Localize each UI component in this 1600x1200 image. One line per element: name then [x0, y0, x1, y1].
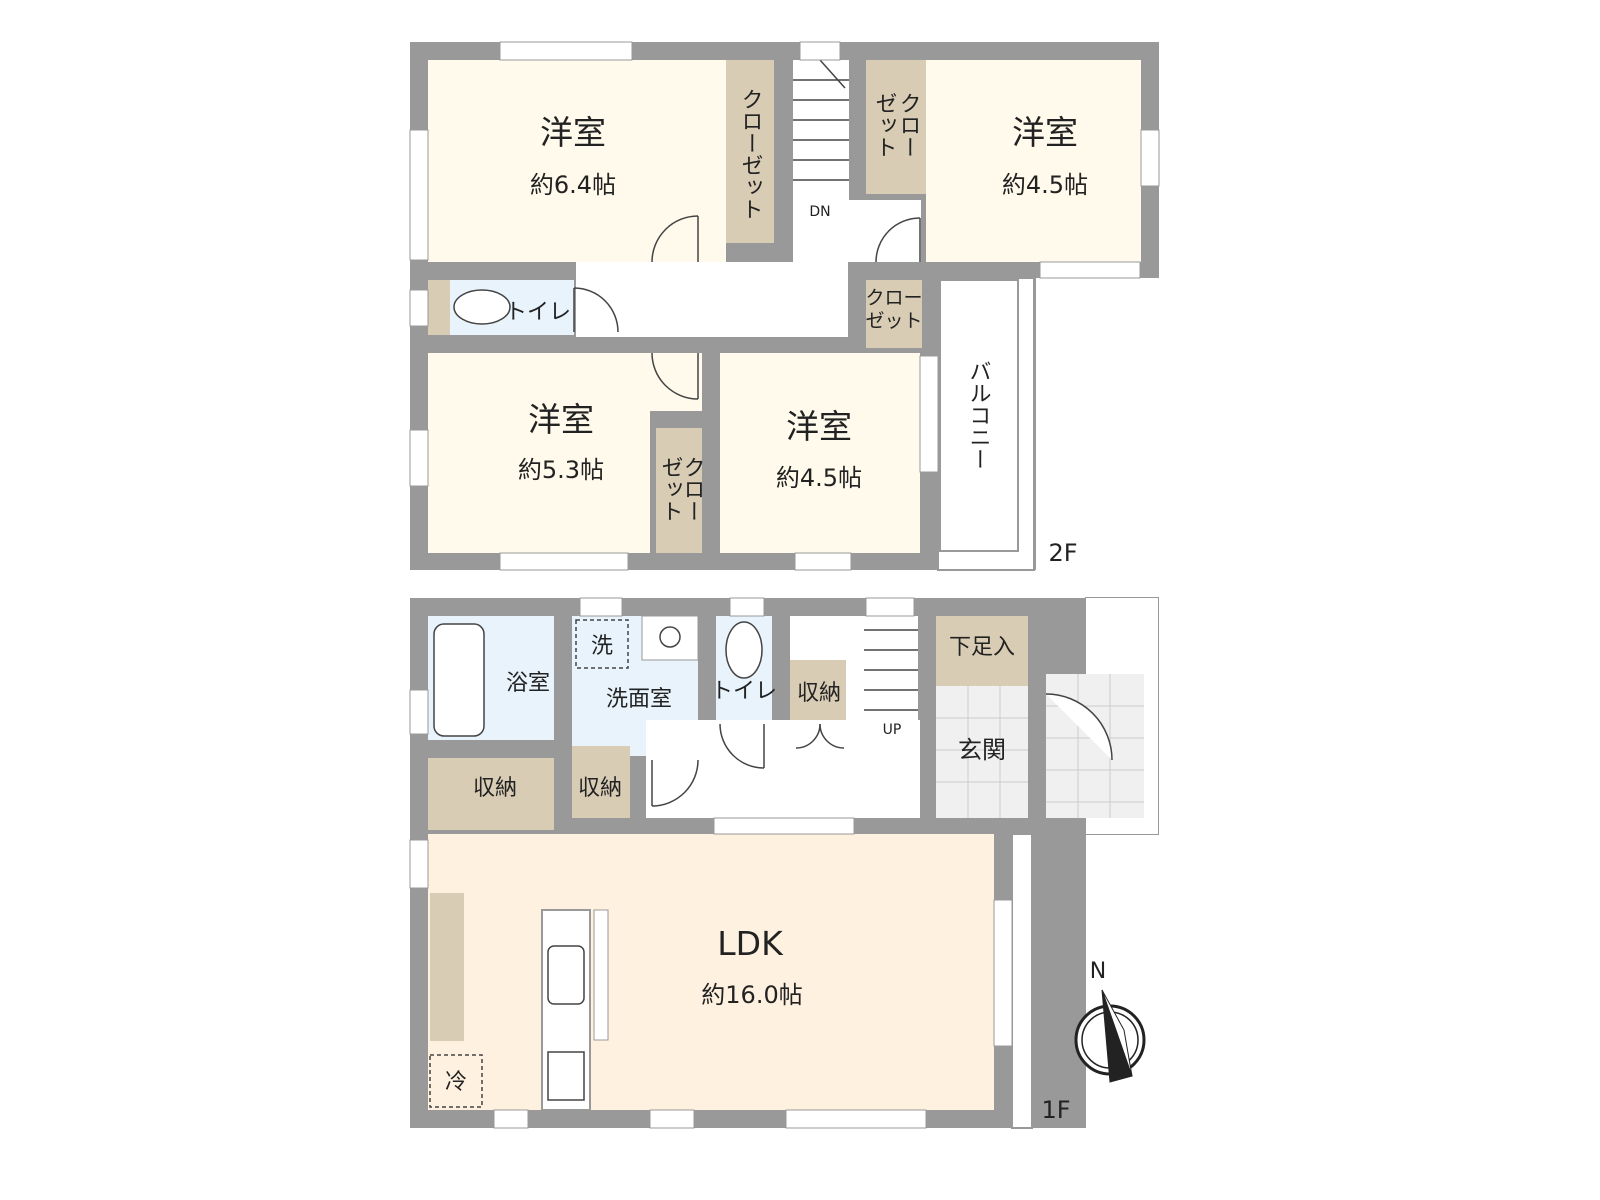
storage-left: [428, 758, 554, 830]
room-name-5-3: 洋室: [528, 400, 594, 439]
washer-label: 洗: [591, 634, 613, 659]
ldk: [428, 834, 994, 1110]
basin-icon: [641, 615, 699, 661]
floor-2: 洋室 約6.4帖 洋室 約4.5帖 洋室 約5.3帖 洋室 約4.5帖 トイレ …: [409, 41, 1161, 572]
washroom-label: 洗面室: [606, 687, 672, 712]
shoe-storage-label: 下足入: [949, 635, 1015, 660]
hallway-2f: [793, 200, 921, 262]
cupboard: [430, 893, 464, 1041]
fridge-label: 冷: [445, 1070, 467, 1095]
bathtub-icon: [433, 623, 485, 737]
stairs-2f: [793, 60, 849, 200]
stairs-dn-label: DN: [809, 204, 830, 220]
closet-long-label: クローゼット: [738, 88, 763, 220]
compass-north: N: [1090, 959, 1106, 984]
ldk-size: 約16.0帖: [701, 981, 802, 1009]
storage-mid-label: 収納: [578, 776, 622, 801]
fridge-space: [429, 1054, 483, 1108]
balcony-label: バルコニー: [966, 360, 991, 470]
closet-a-col1: クロー: [896, 92, 921, 158]
room-western-6-4: [428, 60, 726, 262]
floor-2-label: 2F: [1048, 539, 1077, 567]
closet-small-b: [866, 280, 922, 348]
sink-icon: [547, 945, 585, 1005]
floor-1-label: 1F: [1041, 1096, 1070, 1124]
storage-stairs-label: 収納: [797, 681, 841, 706]
storage-left-label: 収納: [473, 776, 517, 801]
compass: N: [1074, 959, 1146, 1083]
closet-long: [726, 60, 774, 243]
entrance-label: 玄関: [958, 736, 1006, 764]
room-size-5-3: 約5.3帖: [518, 456, 604, 484]
room-western-5-3: [428, 353, 650, 553]
washer-space: [575, 619, 629, 669]
bath-label: 浴室: [506, 671, 550, 696]
toilet-bowl-icon: [453, 289, 511, 325]
toilet-1f-label: トイレ: [711, 679, 777, 704]
shoe-storage: [936, 616, 1028, 686]
stairs-up-label: UP: [883, 722, 902, 738]
room-western-4-5-bottom: [720, 353, 920, 553]
closet-b-line2: ゼット: [865, 310, 922, 332]
room-western-4-5-top: [926, 60, 1141, 262]
closet-a-col2: ゼット: [872, 92, 897, 158]
closet-small-c: [656, 428, 702, 553]
room-name-4-5-top: 洋室: [1012, 113, 1078, 152]
closet-c-col2: ゼット: [658, 456, 683, 522]
storage-mid: [572, 746, 630, 818]
closet-c-col1: クロー: [680, 456, 705, 522]
toilet-1f-bowl-icon: [725, 621, 763, 679]
room-name-6-4: 洋室: [540, 113, 606, 152]
storage-under-stairs: [790, 660, 846, 720]
closet-small-a: [866, 60, 930, 194]
closet-b-line1: クロー: [865, 287, 922, 309]
room-size-4-5-top: 約4.5帖: [1002, 171, 1088, 199]
toilet-2f-label: トイレ: [505, 300, 571, 325]
room-name-4-5-bottom: 洋室: [786, 407, 852, 446]
room-size-4-5-bottom: 約4.5帖: [776, 464, 862, 492]
ldk-name: LDK: [717, 924, 784, 963]
floor-1: LDK 約16.0帖 浴室 洗面室 洗 トイレ 収納 収納 収納 下足入 玄関 …: [409, 597, 1159, 1129]
entrance: [936, 686, 1028, 818]
room-size-6-4: 約6.4帖: [530, 171, 616, 199]
stove-icon: [547, 1051, 585, 1101]
